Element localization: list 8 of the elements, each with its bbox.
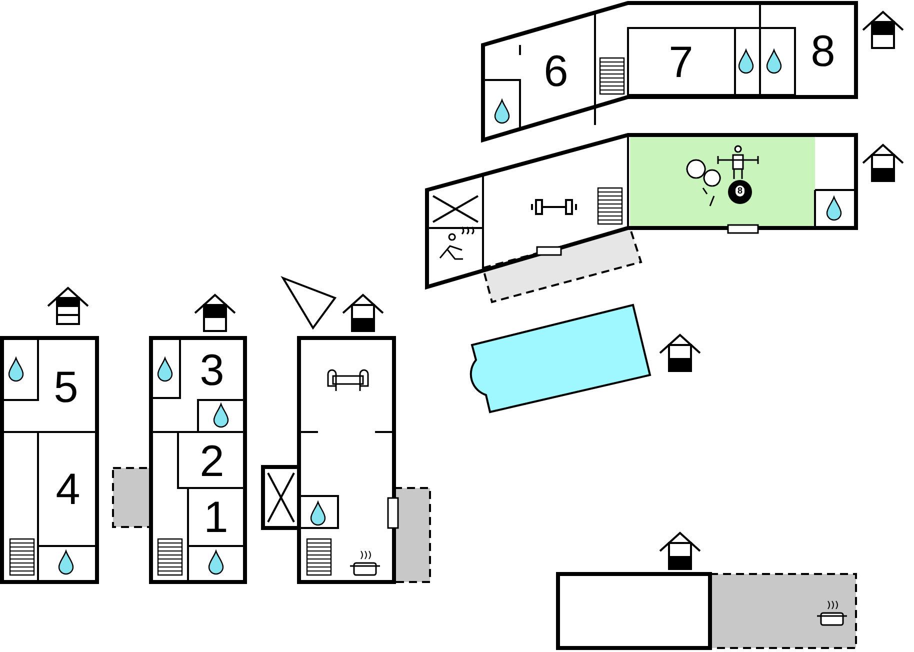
room-number: 3 [200, 349, 224, 393]
room-number: 4 [56, 468, 80, 512]
room-number: 7 [668, 41, 694, 85]
room-number: 1 [204, 496, 228, 540]
room-number: 2 [200, 440, 224, 484]
room-number: 5 [54, 366, 78, 410]
room-number: 8 [810, 30, 836, 74]
room-number: 6 [544, 50, 568, 94]
